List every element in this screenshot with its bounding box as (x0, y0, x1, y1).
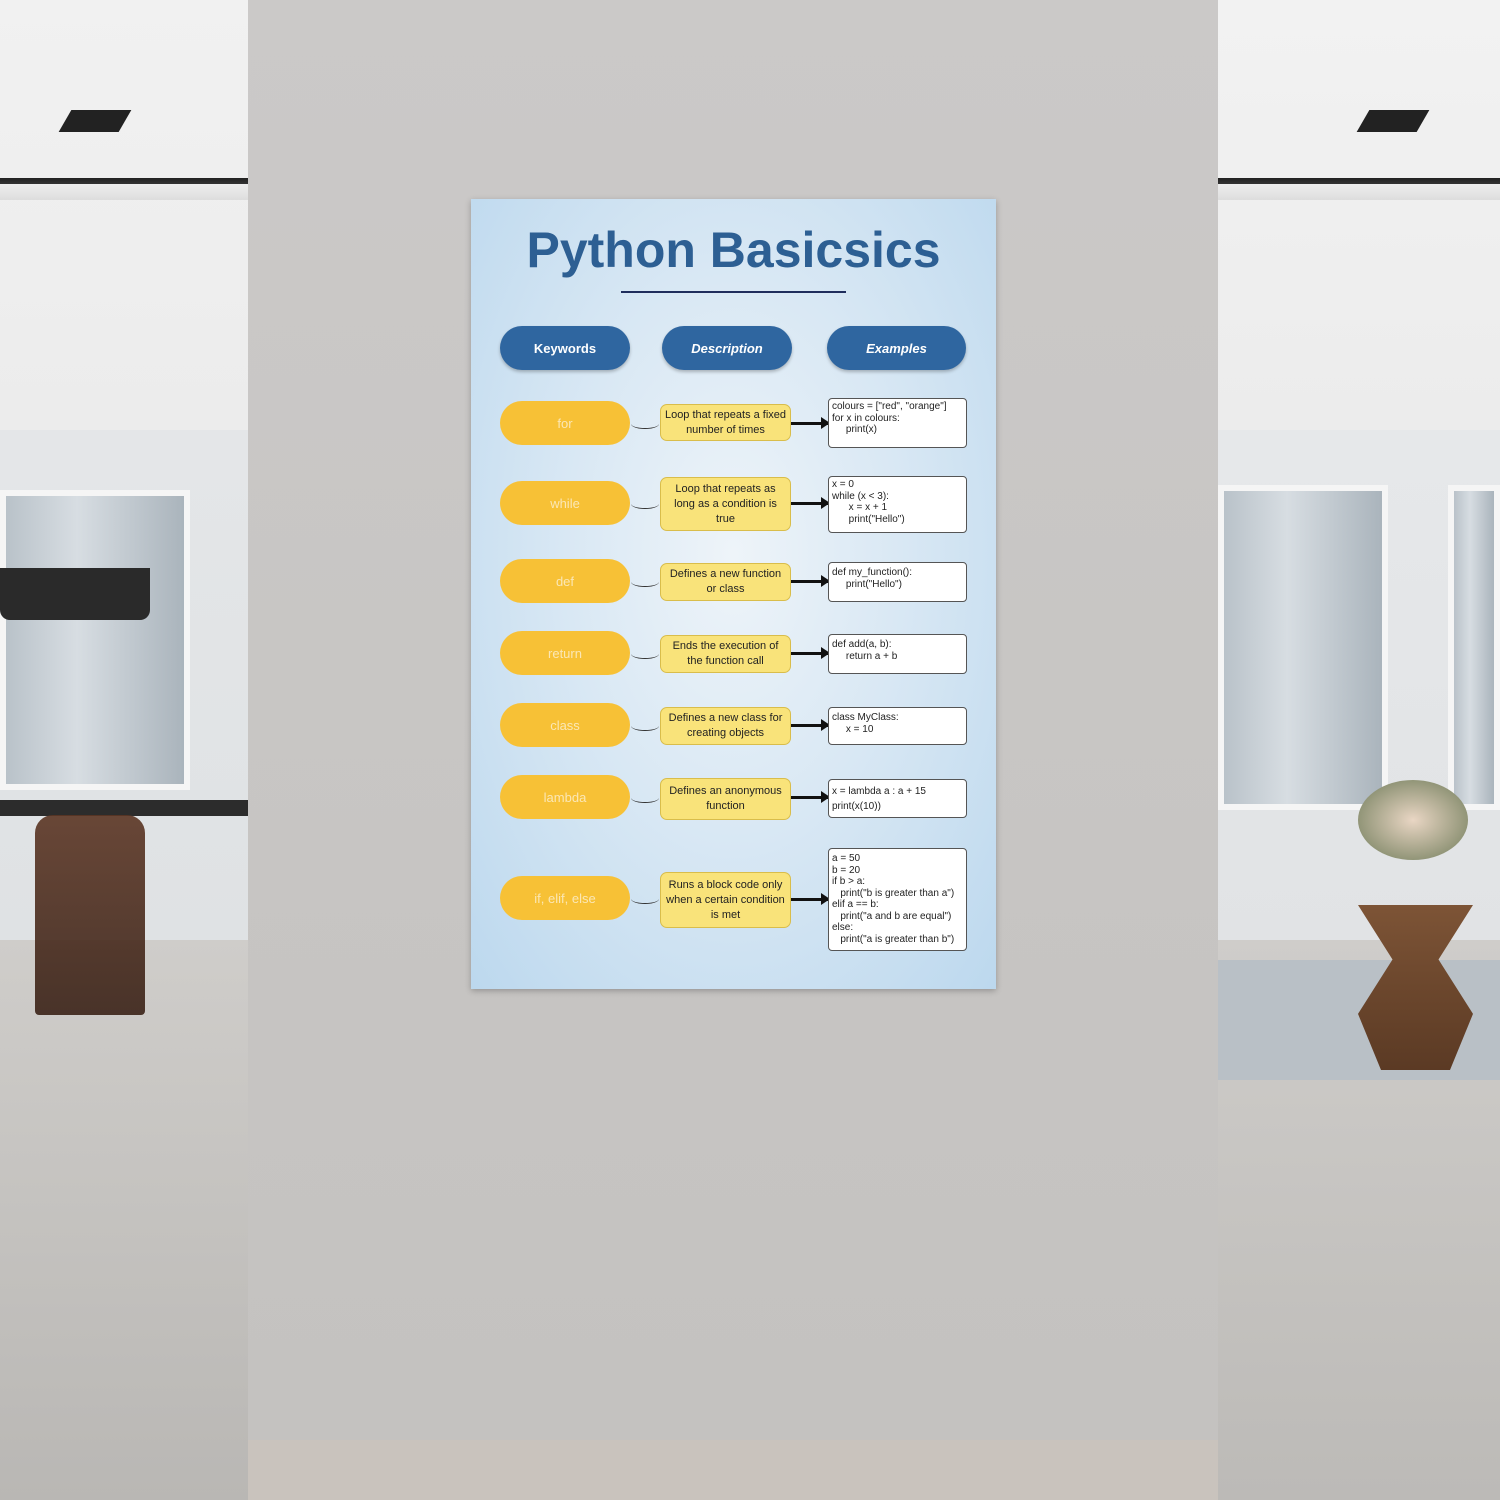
window (1448, 485, 1500, 810)
ceiling-light (58, 110, 132, 132)
example-while: x = 0 while (x < 3): x = x + 1 print("He… (828, 476, 967, 533)
example-def: def my_function(): print("Hello") (828, 562, 967, 602)
arrow-icon (791, 575, 830, 587)
chair (35, 815, 145, 1015)
side-table (1358, 905, 1473, 1070)
room-left (0, 0, 248, 1500)
ceiling-beam (0, 178, 248, 200)
description-for: Loop that repeats a fixed number of time… (660, 404, 791, 441)
description-class: Defines a new class for creating objects (660, 707, 791, 745)
description-if-elif-else: Runs a block code only when a certain co… (660, 872, 791, 928)
description-lambda: Defines an anonymous function (660, 778, 791, 820)
floor (248, 1440, 1218, 1500)
keyword-while: while (500, 481, 630, 525)
keyword-for: for (500, 401, 630, 445)
example-for: colours = ["red", "orange"] for x in col… (828, 398, 967, 448)
arrow-icon (791, 791, 830, 803)
example-class: class MyClass: x = 10 (828, 707, 967, 745)
room-right (1218, 0, 1500, 1500)
connector-icon (631, 894, 659, 904)
connector-icon (631, 499, 659, 509)
description-return: Ends the execution of the function call (660, 635, 791, 673)
arrow-icon (791, 497, 830, 509)
ceiling-light (1356, 110, 1430, 132)
title-divider (621, 291, 846, 293)
description-def: Defines a new function or class (660, 563, 791, 601)
arrow-icon (791, 893, 830, 905)
keyword-class: class (500, 703, 630, 747)
header-keywords: Keywords (500, 326, 630, 370)
dining-table (0, 800, 248, 816)
arrow-icon (791, 647, 830, 659)
poster-title: Python Basicsics (526, 222, 941, 278)
keyword-return: return (500, 631, 630, 675)
example-return: def add(a, b): return a + b (828, 634, 967, 674)
window (0, 490, 190, 790)
description-while: Loop that repeats as long as a condition… (660, 477, 791, 531)
example-lambda: x = lambda a : a + 15 print(x(10)) (828, 779, 967, 818)
keyword-lambda: lambda (500, 775, 630, 819)
example-if-elif-else: a = 50 b = 20 if b > a: print("b is grea… (828, 848, 967, 951)
keyword-if-elif-else: if, elif, else (500, 876, 630, 920)
connector-icon (631, 577, 659, 587)
connector-icon (631, 793, 659, 803)
header-examples: Examples (827, 326, 966, 370)
ceiling-beam (1218, 178, 1500, 200)
connector-icon (631, 721, 659, 731)
connector-icon (631, 419, 659, 429)
python-basics-poster: Python Basicsics Keywords Description Ex… (471, 199, 996, 989)
header-description: Description (662, 326, 792, 370)
arrow-icon (791, 719, 830, 731)
flower-vase (1358, 780, 1468, 860)
pendant-lamp (0, 568, 150, 620)
connector-icon (631, 649, 659, 659)
arrow-icon (791, 417, 830, 429)
window (1218, 485, 1388, 810)
keyword-def: def (500, 559, 630, 603)
